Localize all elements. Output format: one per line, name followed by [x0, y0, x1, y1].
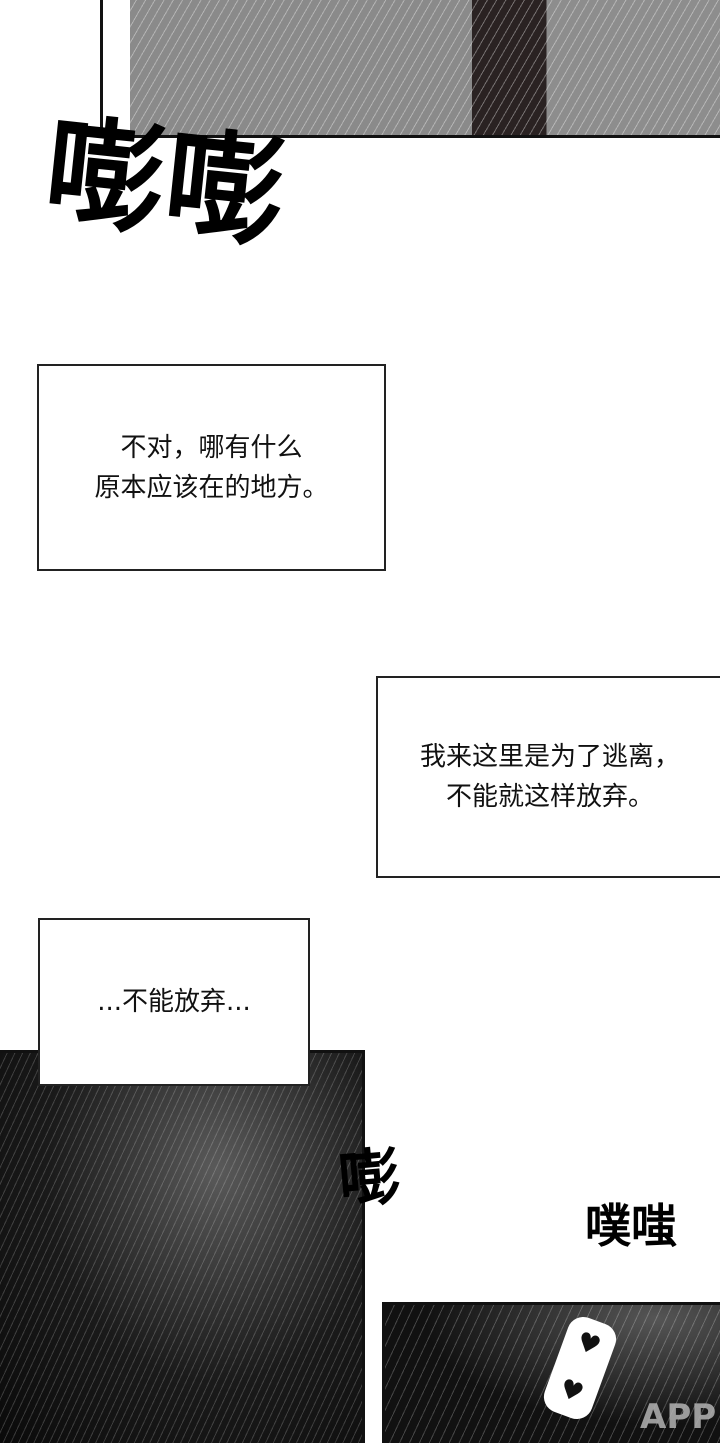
manga-panel-top [100, 0, 720, 138]
caption-box-3: ...不能放弃... [38, 918, 310, 1086]
manga-panel-bottom-left [0, 1050, 365, 1443]
panel-border [100, 0, 103, 135]
heart-icon: ♥ [555, 1373, 588, 1410]
caption-box-1: 不对，哪有什么原本应该在的地方。 [37, 364, 386, 571]
watermark: APP [640, 1397, 717, 1437]
sound-effect-middle: 嘭 [335, 1139, 404, 1218]
caption-line: 原本应该在的地方。 [94, 472, 329, 503]
caption-line: 我来这里是为了逃离， [419, 742, 680, 772]
sound-effect-top: 嘭嘭 [38, 102, 292, 267]
caption-line: 不对，哪有什么 [120, 432, 303, 463]
heart-icon: ♥ [572, 1326, 605, 1363]
burst-icon [540, 1195, 580, 1255]
caption-line: ...不能放弃... [97, 987, 251, 1017]
caption-line: 不能就这样放弃。 [445, 782, 654, 812]
sound-effect-right: 噗嗤 [585, 1199, 677, 1253]
caption-box-2: 我来这里是为了逃离， 不能就这样放弃。 [376, 676, 720, 878]
